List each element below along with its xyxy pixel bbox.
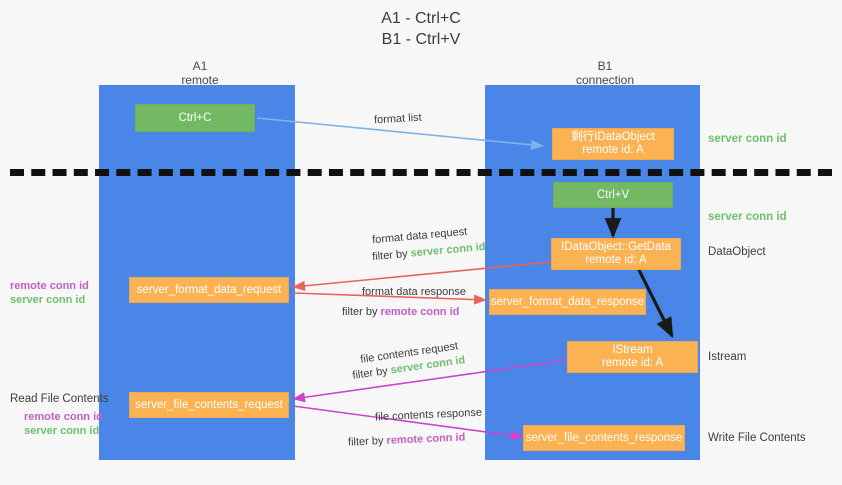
left-label-server-conn-id-2: server conn id <box>24 425 100 437</box>
node-getdata-line1: IDataObject::GetData <box>561 241 671 253</box>
node-idataobject-line1: 剩行IDataObject <box>571 131 655 143</box>
node-ctrl-c-line1: Ctrl+C <box>178 111 212 124</box>
diagram-title: A1 - Ctrl+C B1 - Ctrl+V <box>0 8 842 50</box>
phase-separator-dashed-line <box>10 169 832 176</box>
node-ctrl-v[interactable]: Ctrl+V <box>553 182 673 208</box>
left-label-group-format: remote conn id server conn id <box>10 279 89 307</box>
node-istream-line1: IStream <box>612 344 653 356</box>
column-a1-sub: remote <box>181 73 219 87</box>
node-server-format-data-response-label: server_format_data_response <box>490 295 645 308</box>
title-line-1: A1 - Ctrl+C <box>381 10 461 27</box>
node-server-format-data-request[interactable]: server_format_data_request <box>129 277 289 303</box>
left-label-group-file: Read File Contents remote conn id server… <box>10 392 108 438</box>
right-label-write-file-contents: Write File Contents <box>708 432 806 444</box>
filter-prefix-1: filter by <box>371 247 412 264</box>
node-idataobject-getdata[interactable]: IDataObject::GetData remote id: A <box>551 238 681 270</box>
filter-prefix-3: filter by <box>351 364 392 382</box>
node-istream[interactable]: IStream remote id: A <box>567 341 698 373</box>
node-istream-line2: remote id: A <box>601 357 664 369</box>
node-server-file-contents-request[interactable]: server_file_contents_request <box>129 392 289 418</box>
edge-label-format-list: format list <box>373 111 422 127</box>
column-a1-name: A1 <box>192 59 208 73</box>
left-label-remote-conn-id-2: remote conn id <box>24 411 103 423</box>
node-idataobject-line2: remote id: A <box>582 144 644 156</box>
column-b1-sub: connection <box>575 73 635 87</box>
filter-prefix-2: filter by <box>342 306 381 318</box>
node-ctrl-v-line1: Ctrl+V <box>596 188 630 201</box>
filter-key-remote-conn-id-1: remote conn id <box>380 306 460 318</box>
node-idataobject[interactable]: 剩行IDataObject remote id: A <box>552 128 674 160</box>
right-label-istream: Istream <box>708 351 747 363</box>
node-ctrl-c[interactable]: Ctrl+C <box>135 104 255 132</box>
edge-label-format-data-response: format data response <box>362 286 466 298</box>
filter-prefix-4: filter by <box>347 434 387 449</box>
title-line-2: B1 - Ctrl+V <box>381 31 461 48</box>
node-getdata-line2: remote id: A <box>585 254 647 266</box>
node-server-file-contents-request-label: server_file_contents_request <box>135 398 283 411</box>
node-server-format-data-response[interactable]: server_format_data_response <box>489 289 646 315</box>
edge-label-format-data-response-filter: filter by remote conn id <box>342 305 459 319</box>
column-header-a1: A1 remote <box>140 59 260 87</box>
edge-label-file-contents-response-filter: filter by remote conn id <box>348 430 466 449</box>
column-b1-name: B1 <box>597 59 613 73</box>
node-server-format-data-request-label: server_format_data_request <box>136 283 282 296</box>
left-label-read-file-contents: Read File Contents <box>10 393 109 405</box>
filter-key-remote-conn-id-2: remote conn id <box>386 431 466 447</box>
edge-label-file-contents-response: file contents response <box>374 406 483 424</box>
right-label-server-conn-id-top: server conn id <box>708 133 787 145</box>
right-label-server-conn-id-mid: server conn id <box>708 211 787 223</box>
right-label-dataobject: DataObject <box>708 246 766 258</box>
column-header-b1: B1 connection <box>540 59 670 87</box>
node-server-file-contents-response[interactable]: server_file_contents_response <box>523 425 685 451</box>
left-label-remote-conn-id-1: remote conn id <box>10 280 89 292</box>
left-label-server-conn-id-1: server conn id <box>10 294 86 306</box>
node-server-file-contents-response-label: server_file_contents_response <box>525 431 683 444</box>
filter-key-server-conn-id-1: server conn id <box>410 240 487 260</box>
